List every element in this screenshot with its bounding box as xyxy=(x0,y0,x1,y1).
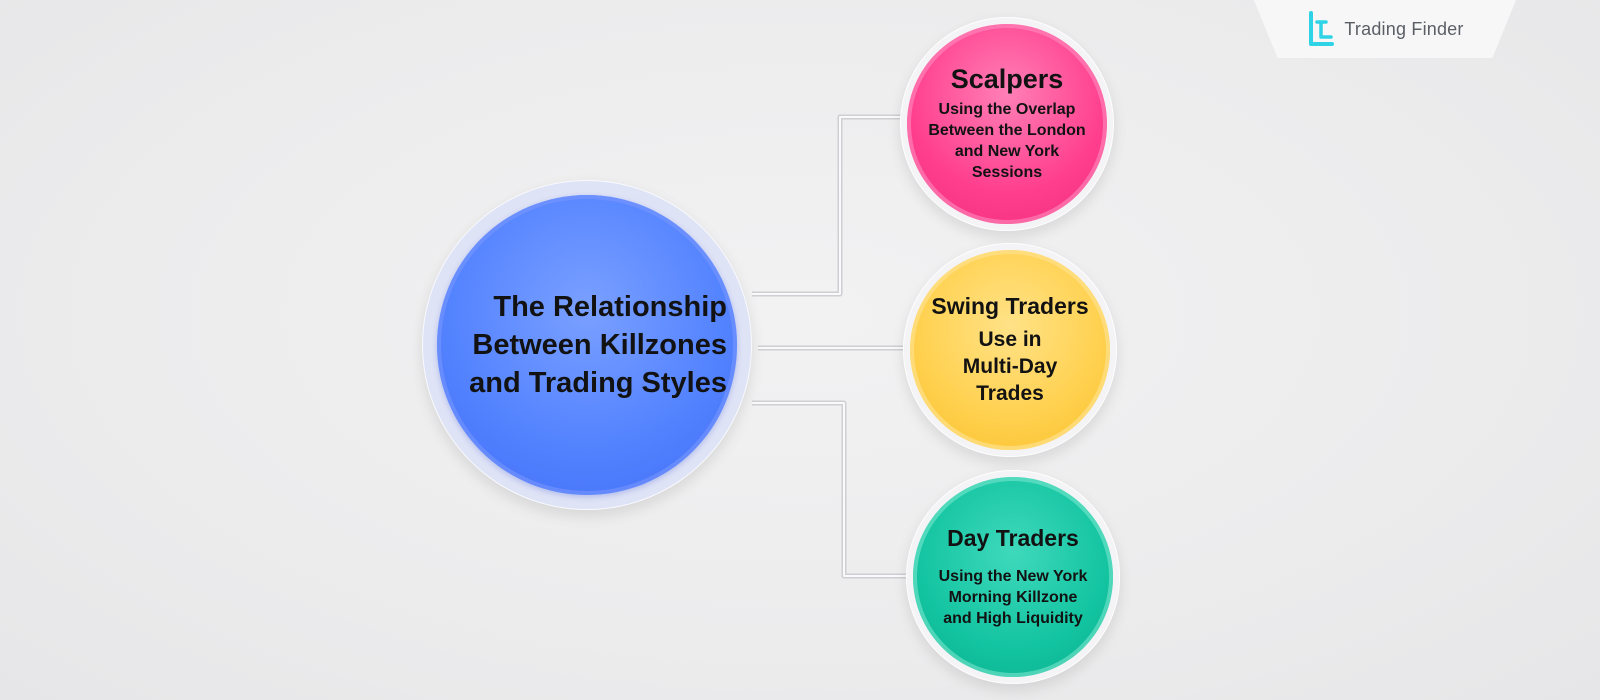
swing-traders-description: Use in Multi-Day Trades xyxy=(962,328,1058,405)
swing-traders-title: Swing Traders xyxy=(931,293,1089,319)
brand-badge: Trading Finder xyxy=(1254,0,1516,58)
main-node-title: The Relationship Between Killzones and T… xyxy=(469,291,727,399)
connector-day-traders xyxy=(752,400,909,579)
day-traders-node: Day Traders Using the New York Morning K… xyxy=(913,477,1113,677)
connector-scalpers xyxy=(752,114,902,297)
swing-traders-node: Swing Traders Use in Multi-Day Trades xyxy=(910,250,1110,450)
main-node: The Relationship Between Killzones and T… xyxy=(437,195,737,495)
scalpers-description: Using the Overlap Between the London and… xyxy=(928,100,1086,181)
day-traders-description: Using the New York Morning Killzone and … xyxy=(938,568,1088,627)
day-traders-title: Day Traders xyxy=(947,525,1079,551)
scalpers-node: Scalpers Using the Overlap Between the L… xyxy=(907,24,1107,224)
scalpers-title: Scalpers xyxy=(950,63,1064,94)
brand-name: Trading Finder xyxy=(1344,18,1464,39)
trading-finder-logo-icon xyxy=(1309,11,1335,46)
